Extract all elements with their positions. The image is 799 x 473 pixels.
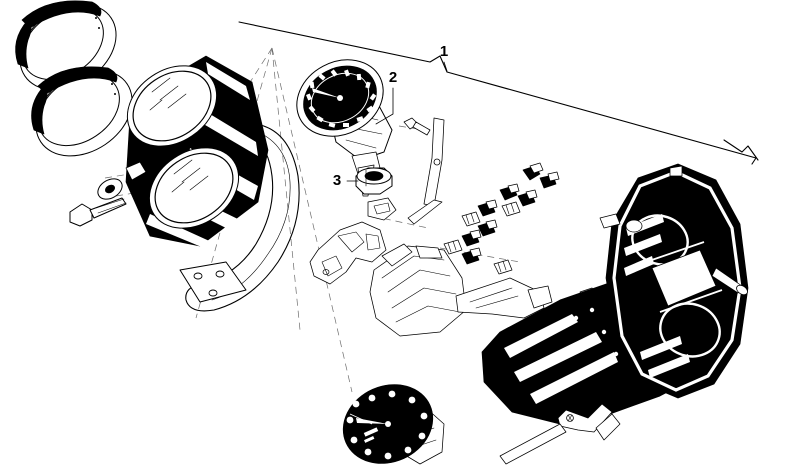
screw-small-upper [403, 117, 431, 136]
callout-label-1: 1 [440, 43, 448, 60]
clip-item [517, 189, 538, 207]
cluster-housing-shell [599, 163, 749, 399]
tachometer-dial-face [342, 384, 445, 465]
callout-labels: 1 2 3 [333, 43, 448, 189]
callout-leaders [346, 61, 448, 182]
clip-item [477, 219, 498, 237]
clip-item [493, 259, 513, 275]
clip-item [501, 201, 521, 217]
clip-item [522, 162, 544, 181]
clip-item [539, 171, 560, 189]
twin-gauge-housing [125, 55, 269, 248]
callout-label-2: 2 [389, 69, 397, 86]
long-retaining-rod [238, 21, 757, 165]
clip-item [443, 239, 463, 255]
clip-item [477, 199, 498, 217]
bent-rod-bracket [499, 403, 621, 465]
clip-cluster [443, 162, 560, 275]
mounting-plate-3-hole [179, 261, 247, 303]
clip-item [461, 211, 481, 227]
chrome-bezel-ring-lower [31, 66, 133, 157]
hex-bolt [69, 197, 127, 227]
washer [97, 178, 123, 200]
callout-label-3: 3 [333, 172, 341, 189]
clip-item [461, 247, 482, 265]
clip-item [461, 229, 482, 247]
switch-block-housing [369, 243, 553, 337]
hex-nut [355, 167, 393, 195]
secondary-rod [723, 139, 759, 161]
support-bracket-left [309, 221, 387, 285]
upper-small-bracket [367, 197, 397, 221]
l-bracket [407, 117, 445, 225]
clip-item [499, 183, 520, 201]
